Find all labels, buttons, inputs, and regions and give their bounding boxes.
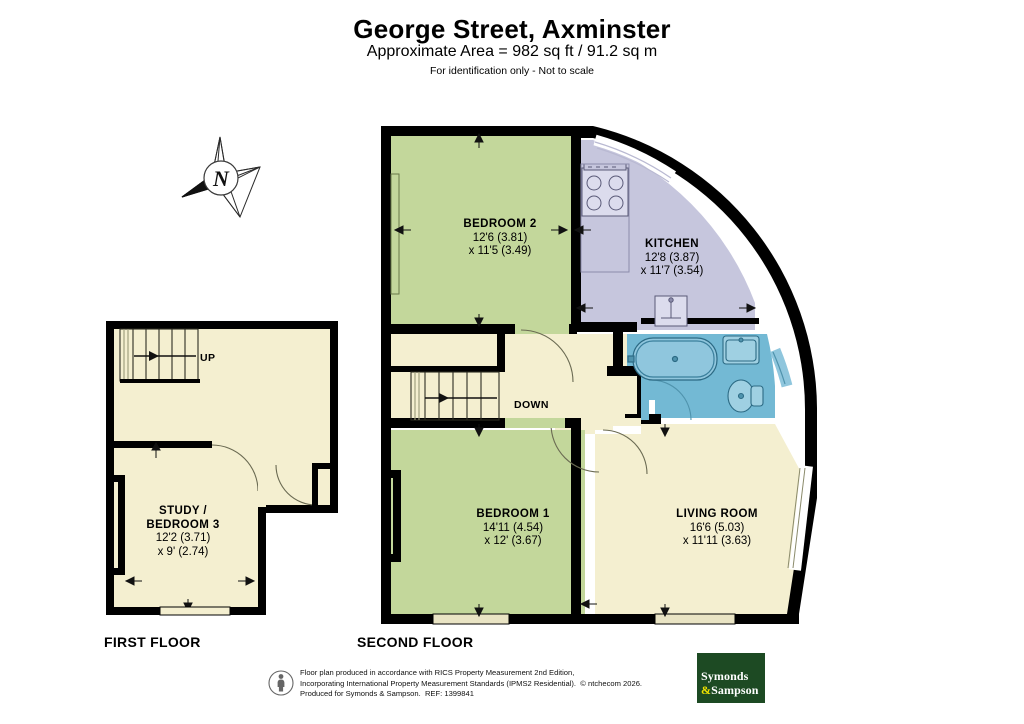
footer-line2: Incorporating International Property Mea… (300, 678, 577, 688)
wall-right-lower (258, 505, 266, 615)
wall-bedroom1-living (571, 418, 581, 624)
room-label-bedroom1: BEDROOM 1 14'11 (4.54) x 12' (3.67) (476, 508, 550, 547)
kitchen-sink (654, 295, 688, 327)
footer-ref: REF: 1399841 (424, 689, 474, 698)
footer-copyright: © ntchecom 2026. (580, 678, 643, 688)
first-floor-plan (106, 321, 338, 616)
wall-top (106, 321, 338, 329)
kitchen-hob (581, 163, 629, 217)
footer-disclaimer: Floor plan produced in accordance with R… (300, 668, 700, 700)
dimension-markers (393, 132, 757, 618)
window-living (654, 613, 736, 625)
room-label-bedroom2: BEDROOM 2 12'6 (3.81) x 11'5 (3.49) (463, 218, 537, 257)
wall-bedroom2-kitchen (571, 132, 581, 332)
room-label-study: STUDY / BEDROOM 3 12'2 (3.71) x 9' (2.74… (146, 505, 220, 558)
window-bathroom-curved (769, 347, 793, 388)
wall-left (106, 321, 114, 615)
door-swing-bedroom1 (550, 423, 600, 473)
window-bedroom1 (432, 613, 510, 625)
wall-under-bedroom2 (381, 324, 577, 334)
door-swing-study (211, 444, 259, 492)
stairs-up (119, 328, 199, 382)
bathroom-toilet (727, 379, 764, 413)
second-floor-plan (381, 126, 817, 625)
logo-sampson: Sampson (711, 683, 759, 697)
footer-line1: Floor plan produced in accordance with R… (300, 668, 575, 677)
room-fill-bedroom1 (389, 430, 585, 614)
ipms-person-icon (268, 670, 294, 696)
wall-step-horizontal (260, 505, 338, 513)
page-title: George Street, Axminster (353, 14, 671, 44)
room-fill-living (595, 424, 815, 614)
room-label-kitchen: KITCHEN 12'8 (3.87) x 11'7 (3.54) (640, 238, 704, 277)
stairs-down (410, 371, 500, 421)
logo-ampersand: & (701, 683, 712, 697)
stairs-down-label: DOWN (514, 399, 549, 411)
room-fill-bedroom2 (389, 134, 577, 334)
wall-hall-bottom (381, 418, 581, 428)
wall-curved-outer (581, 126, 817, 614)
bathroom-sink (722, 335, 760, 365)
logo-line-1: Symonds (701, 669, 749, 683)
window-kitchen-curved (593, 134, 677, 181)
logo-line-2: &Sampson (701, 683, 759, 698)
stairs-up-label: UP (200, 352, 216, 364)
symonds-sampson-logo: Symonds &Sampson (697, 653, 765, 703)
wall-top (381, 126, 581, 136)
window-living-room (787, 465, 813, 571)
compass-rose: N (181, 136, 261, 219)
door-swing-bedroom2 (520, 329, 574, 383)
footer-line3: Produced for Symonds & Sampson. (300, 689, 421, 698)
wall-internal-1 (106, 441, 258, 448)
compass-north-label: N (212, 166, 230, 191)
stairs-down-arrow (425, 393, 497, 403)
room-label-living: LIVING ROOM 16'6 (5.03) x 11'11 (3.63) (676, 508, 758, 547)
wall-right-upper (330, 321, 338, 511)
window-bedroom2 (390, 173, 400, 295)
area-subtitle: Approximate Area = 982 sq ft / 91.2 sq m (366, 43, 658, 60)
second-floor-caption: SECOND FLOOR (357, 634, 474, 650)
kitchen-counter-left (580, 163, 630, 273)
bathroom-bath (627, 337, 718, 381)
door-swing-landing (275, 464, 317, 506)
door-swing-living (602, 429, 648, 475)
first-floor-caption: FIRST FLOOR (104, 634, 201, 650)
stairs-up-arrow (134, 351, 196, 361)
door-swing-bathroom (650, 379, 692, 421)
disclaimer-note: For identification only - Not to scale (430, 65, 594, 77)
